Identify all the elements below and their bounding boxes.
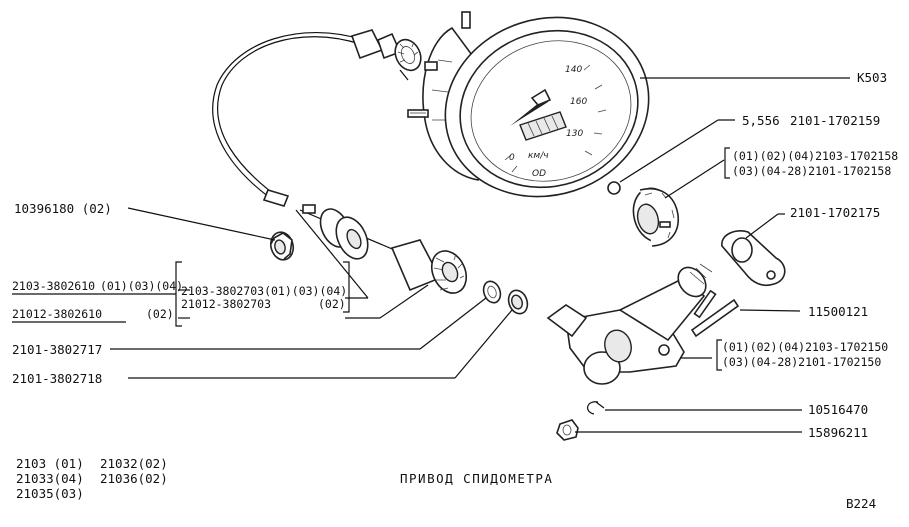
label-sleeve-a: (01)(02)(04)2103-1702158 (732, 149, 898, 163)
diagram-title: ПРИВОД СПИДОМЕТРА (400, 471, 553, 486)
model-21036: 21036(02) (100, 471, 168, 486)
label-cable-2-variant: (02) (146, 307, 174, 321)
gasket-plate (721, 230, 786, 287)
label-sleeve-b: (03)(04-28)2101-1702158 (732, 164, 891, 178)
label-ball-size: 5,556 (742, 113, 780, 128)
hex-nut (556, 419, 579, 441)
label-pin: 11500121 (808, 304, 868, 319)
dial-scale-180: 130 (566, 129, 583, 139)
label-k503: К503 (857, 70, 887, 85)
label-cable-2: 21012-3802610 (12, 307, 102, 321)
dial-scale-140: 140 (565, 65, 582, 75)
leader-lines (12, 77, 850, 433)
washer-3802717 (482, 280, 502, 304)
label-washer-1: 2101-3802717 (12, 342, 102, 357)
dial-unit: км/ч (528, 151, 549, 161)
speedometer-drive (546, 263, 740, 385)
label-cable-1-variant: (01)(03)(04) (100, 279, 183, 293)
steel-ball (607, 181, 621, 195)
label-gasket: 2101-1702175 (790, 205, 880, 220)
label-core-1: 2103-3802703(01)(03)(04) (181, 284, 347, 298)
label-drive-b: (03)(04-28)2101-1702150 (722, 355, 881, 369)
speedometer-cable (212, 29, 422, 207)
model-21033: 21033(04) (16, 471, 84, 486)
diagram-code: В224 (846, 496, 876, 511)
model-21032: 21032(02) (100, 456, 168, 471)
bushing-part (269, 231, 295, 261)
spring-clip (587, 401, 605, 415)
drive-sleeve (632, 187, 679, 247)
label-cable-1: 2103-3802610 (12, 279, 95, 293)
label-nut: 15896211 (808, 425, 868, 440)
washer-3802718 (507, 289, 529, 315)
model-2103: 2103 (01) (16, 456, 84, 471)
label-ball-code: 2101-1702159 (790, 113, 880, 128)
label-drive-a: (01)(02)(04)2103-1702150 (722, 340, 888, 354)
label-bushing: 10396180 (02) (14, 201, 112, 216)
label-core-2: 21012-3802703 (181, 297, 271, 311)
label-brackets (175, 147, 730, 371)
label-clip: 10516470 (808, 402, 868, 417)
label-washer-2: 2101-3802718 (12, 371, 102, 386)
speedometer-gauge: 140 160 130 0 км/ч OD (407, 11, 650, 198)
dial-scale-160: 160 (570, 97, 587, 107)
cable-core-connector (299, 204, 468, 294)
label-core-2-variant: (02) (318, 297, 346, 311)
dial-scale-0: 0 (509, 153, 515, 163)
model-21035: 21035(03) (16, 486, 84, 501)
dial-odo: OD (532, 169, 546, 179)
